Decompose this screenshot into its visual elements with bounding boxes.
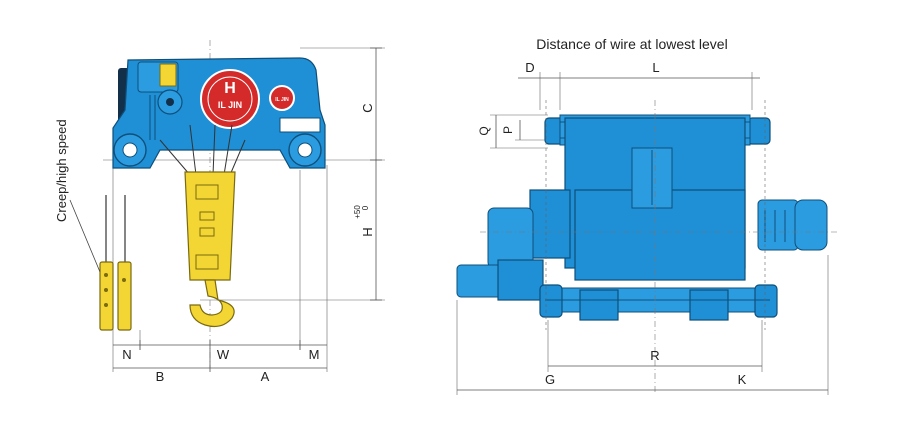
bottom-wheels	[539, 284, 778, 321]
logo-small-text: IL JIN	[275, 97, 289, 103]
dim-label-C: C	[360, 103, 375, 112]
logo-text: IL JIN	[218, 100, 242, 110]
dim-H-tolerance-zero: 0	[361, 205, 370, 210]
dim-label-N: N	[122, 347, 131, 362]
vertical-dimensions: C H +50 0	[353, 47, 382, 301]
dim-label-G: G	[545, 372, 555, 387]
dim-label-Q: Q	[477, 126, 491, 135]
logo-letter: H	[224, 80, 236, 97]
leader-line	[69, 199, 101, 273]
brand-logo	[200, 69, 260, 129]
hoist-side-body: H IL JIN IL JIN	[112, 57, 326, 169]
dim-label-L: L	[652, 60, 659, 75]
wire-ropes	[159, 124, 246, 176]
dim-H-tolerance-plus: +50	[353, 205, 362, 219]
dim-label-H: H	[360, 227, 375, 236]
horizontal-dimensions	[113, 340, 327, 372]
brand-logo-small	[269, 85, 295, 111]
hook-block	[184, 171, 236, 328]
top-view-title: Distance of wire at lowest level	[536, 36, 727, 52]
trolley-frame	[456, 117, 828, 301]
dim-label-P: P	[501, 126, 515, 134]
dim-label-B: B	[156, 369, 165, 384]
dim-label-A: A	[261, 369, 270, 384]
dim-label-K: K	[738, 372, 747, 387]
dim-label-M: M	[309, 347, 320, 362]
pendant-controls	[69, 195, 132, 331]
dim-label-W: W	[217, 347, 230, 362]
creep-speed-label: Creep/high speed	[54, 119, 69, 222]
dim-label-D: D	[525, 60, 534, 75]
top-view: Distance of wire at lowest level D L Q P	[456, 36, 840, 395]
dim-label-R: R	[650, 348, 659, 363]
side-view: H IL JIN IL JIN	[54, 40, 385, 384]
